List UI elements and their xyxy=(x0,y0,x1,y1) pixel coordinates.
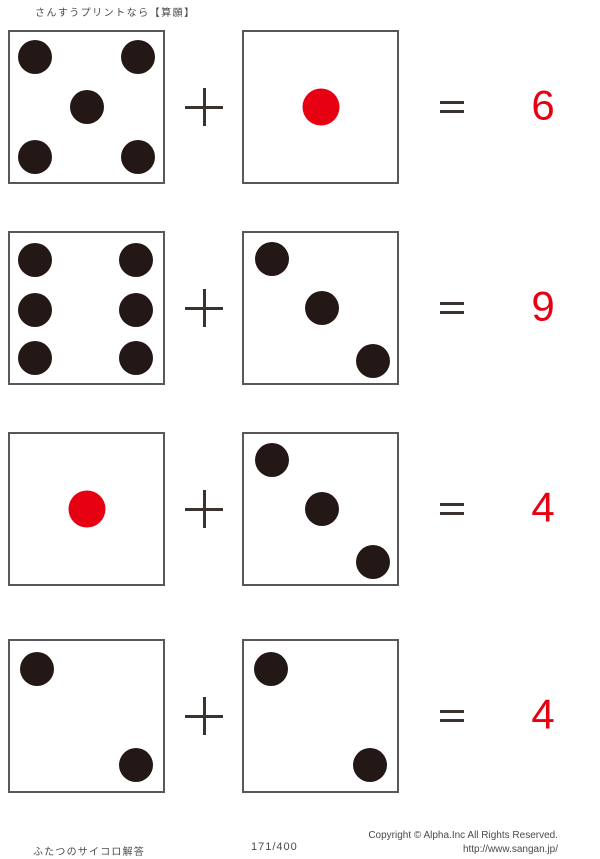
red-pip xyxy=(302,88,339,126)
worksheet-name: ふたつのサイコロ解答 xyxy=(33,847,145,858)
die-right xyxy=(242,231,399,385)
problem-row-4: 4 xyxy=(0,637,600,795)
page-number: 171/400 xyxy=(251,841,298,853)
equals-icon xyxy=(440,710,464,722)
red-pip xyxy=(68,490,105,528)
plus-icon xyxy=(185,289,223,327)
black-pip xyxy=(353,747,388,782)
header-title: さんすうプリントなら【算願】 xyxy=(35,8,196,19)
copyright-text: Copyright © Alpha.Inc All Rights Reserve… xyxy=(368,830,558,841)
problem-row-3: 4 xyxy=(0,430,600,588)
black-pip xyxy=(18,341,53,376)
problem-row-2: 9 xyxy=(0,229,600,387)
plus-icon xyxy=(185,88,223,126)
black-pip xyxy=(18,243,53,277)
black-pip xyxy=(119,292,154,327)
die-right xyxy=(242,639,399,793)
die-right xyxy=(242,30,399,184)
black-pip xyxy=(18,39,53,74)
equals-icon xyxy=(440,503,464,515)
black-pip xyxy=(18,292,53,327)
die-left xyxy=(8,432,165,586)
plus-icon xyxy=(185,697,223,735)
black-pip xyxy=(355,545,390,580)
black-pip xyxy=(355,344,390,379)
die-left xyxy=(8,231,165,385)
black-pip xyxy=(120,39,155,74)
black-pip xyxy=(69,90,104,124)
black-pip xyxy=(305,291,340,325)
die-left xyxy=(8,30,165,184)
black-pip xyxy=(18,140,53,175)
answer-value: 4 xyxy=(531,483,555,531)
problem-row-1: 6 xyxy=(0,28,600,186)
die-left xyxy=(8,639,165,793)
black-pip xyxy=(120,140,155,175)
answer-value: 6 xyxy=(531,81,555,129)
black-pip xyxy=(119,243,154,277)
black-pip xyxy=(119,341,154,376)
die-right xyxy=(242,432,399,586)
copyright-block: Copyright © Alpha.Inc All Rights Reserve… xyxy=(368,829,558,856)
answer-value: 9 xyxy=(531,282,555,330)
plus-icon xyxy=(185,490,223,528)
black-pip xyxy=(119,747,154,782)
black-pip xyxy=(254,241,289,276)
answer-value: 4 xyxy=(531,690,555,738)
equals-icon xyxy=(440,302,464,314)
black-pip xyxy=(305,492,340,526)
equals-icon xyxy=(440,101,464,113)
black-pip xyxy=(254,442,289,477)
black-pip xyxy=(253,651,288,686)
copyright-url: http://www.sangan.jp/ xyxy=(462,843,558,855)
black-pip xyxy=(19,651,54,686)
